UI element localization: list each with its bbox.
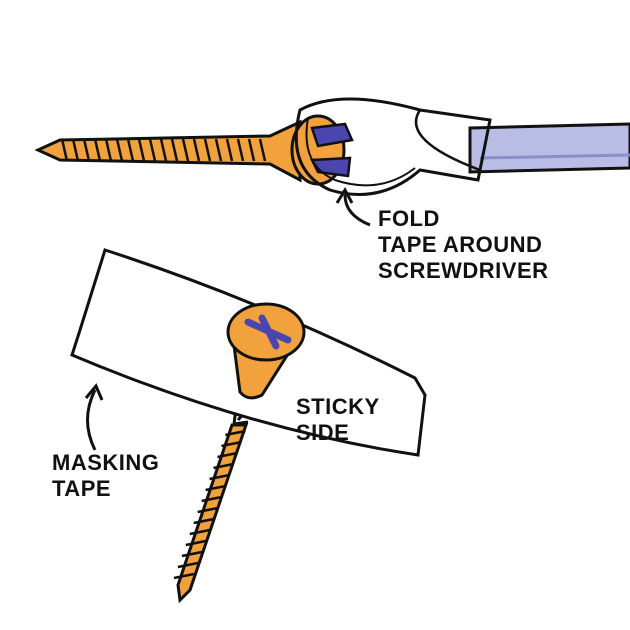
thread-mark [192, 138, 201, 162]
thread-mark [173, 572, 195, 580]
thread-mark [193, 517, 214, 525]
thread-mark [213, 462, 234, 470]
sticky-label-line: STICKY [296, 394, 380, 419]
thread-mark [205, 484, 226, 492]
sticky-label-line: SIDE [296, 420, 350, 445]
thread-mark [93, 138, 102, 162]
masking-label: MASKING TAPE [52, 450, 159, 502]
thread-mark [159, 138, 168, 162]
thread-mark [236, 138, 245, 162]
thread-mark [137, 138, 146, 162]
sticky-label: STICKY SIDE [296, 394, 380, 446]
thread-mark [181, 138, 190, 162]
thread-mark [115, 138, 124, 162]
top-screw [34, 114, 354, 186]
thread-mark [209, 473, 230, 481]
thread-mark [201, 495, 222, 503]
fold-label: FOLD TAPE AROUND SCREWDRIVER [378, 206, 549, 284]
thread-mark [197, 506, 218, 514]
thread-mark [203, 138, 212, 162]
thread-mark [82, 138, 91, 162]
thread-mark [104, 138, 113, 162]
thread-mark [214, 138, 223, 162]
thread-mark [258, 138, 267, 162]
thread-mark [217, 451, 238, 459]
bottom-screw [173, 302, 306, 604]
fold-label-line: TAPE AROUND [378, 232, 543, 257]
thread-mark [71, 138, 80, 162]
thread-mark [126, 138, 135, 162]
masking-label-line: MASKING [52, 450, 160, 475]
fold-label-line: FOLD [378, 206, 440, 231]
thread-mark [225, 138, 234, 162]
thread-mark [247, 138, 256, 162]
folded-tape [294, 97, 492, 196]
thread-mark [185, 539, 207, 547]
masking-label-line: TAPE [52, 476, 112, 501]
fold-label-line: SCREWDRIVER [378, 258, 549, 283]
thread-mark [189, 528, 211, 536]
thread-mark [225, 429, 246, 437]
thread-mark [221, 440, 242, 448]
thread-mark [170, 138, 179, 162]
thread-mark [148, 138, 157, 162]
thread-mark [60, 138, 69, 162]
screwdriver [468, 122, 630, 174]
thread-mark [177, 561, 199, 569]
thread-mark [181, 550, 203, 558]
